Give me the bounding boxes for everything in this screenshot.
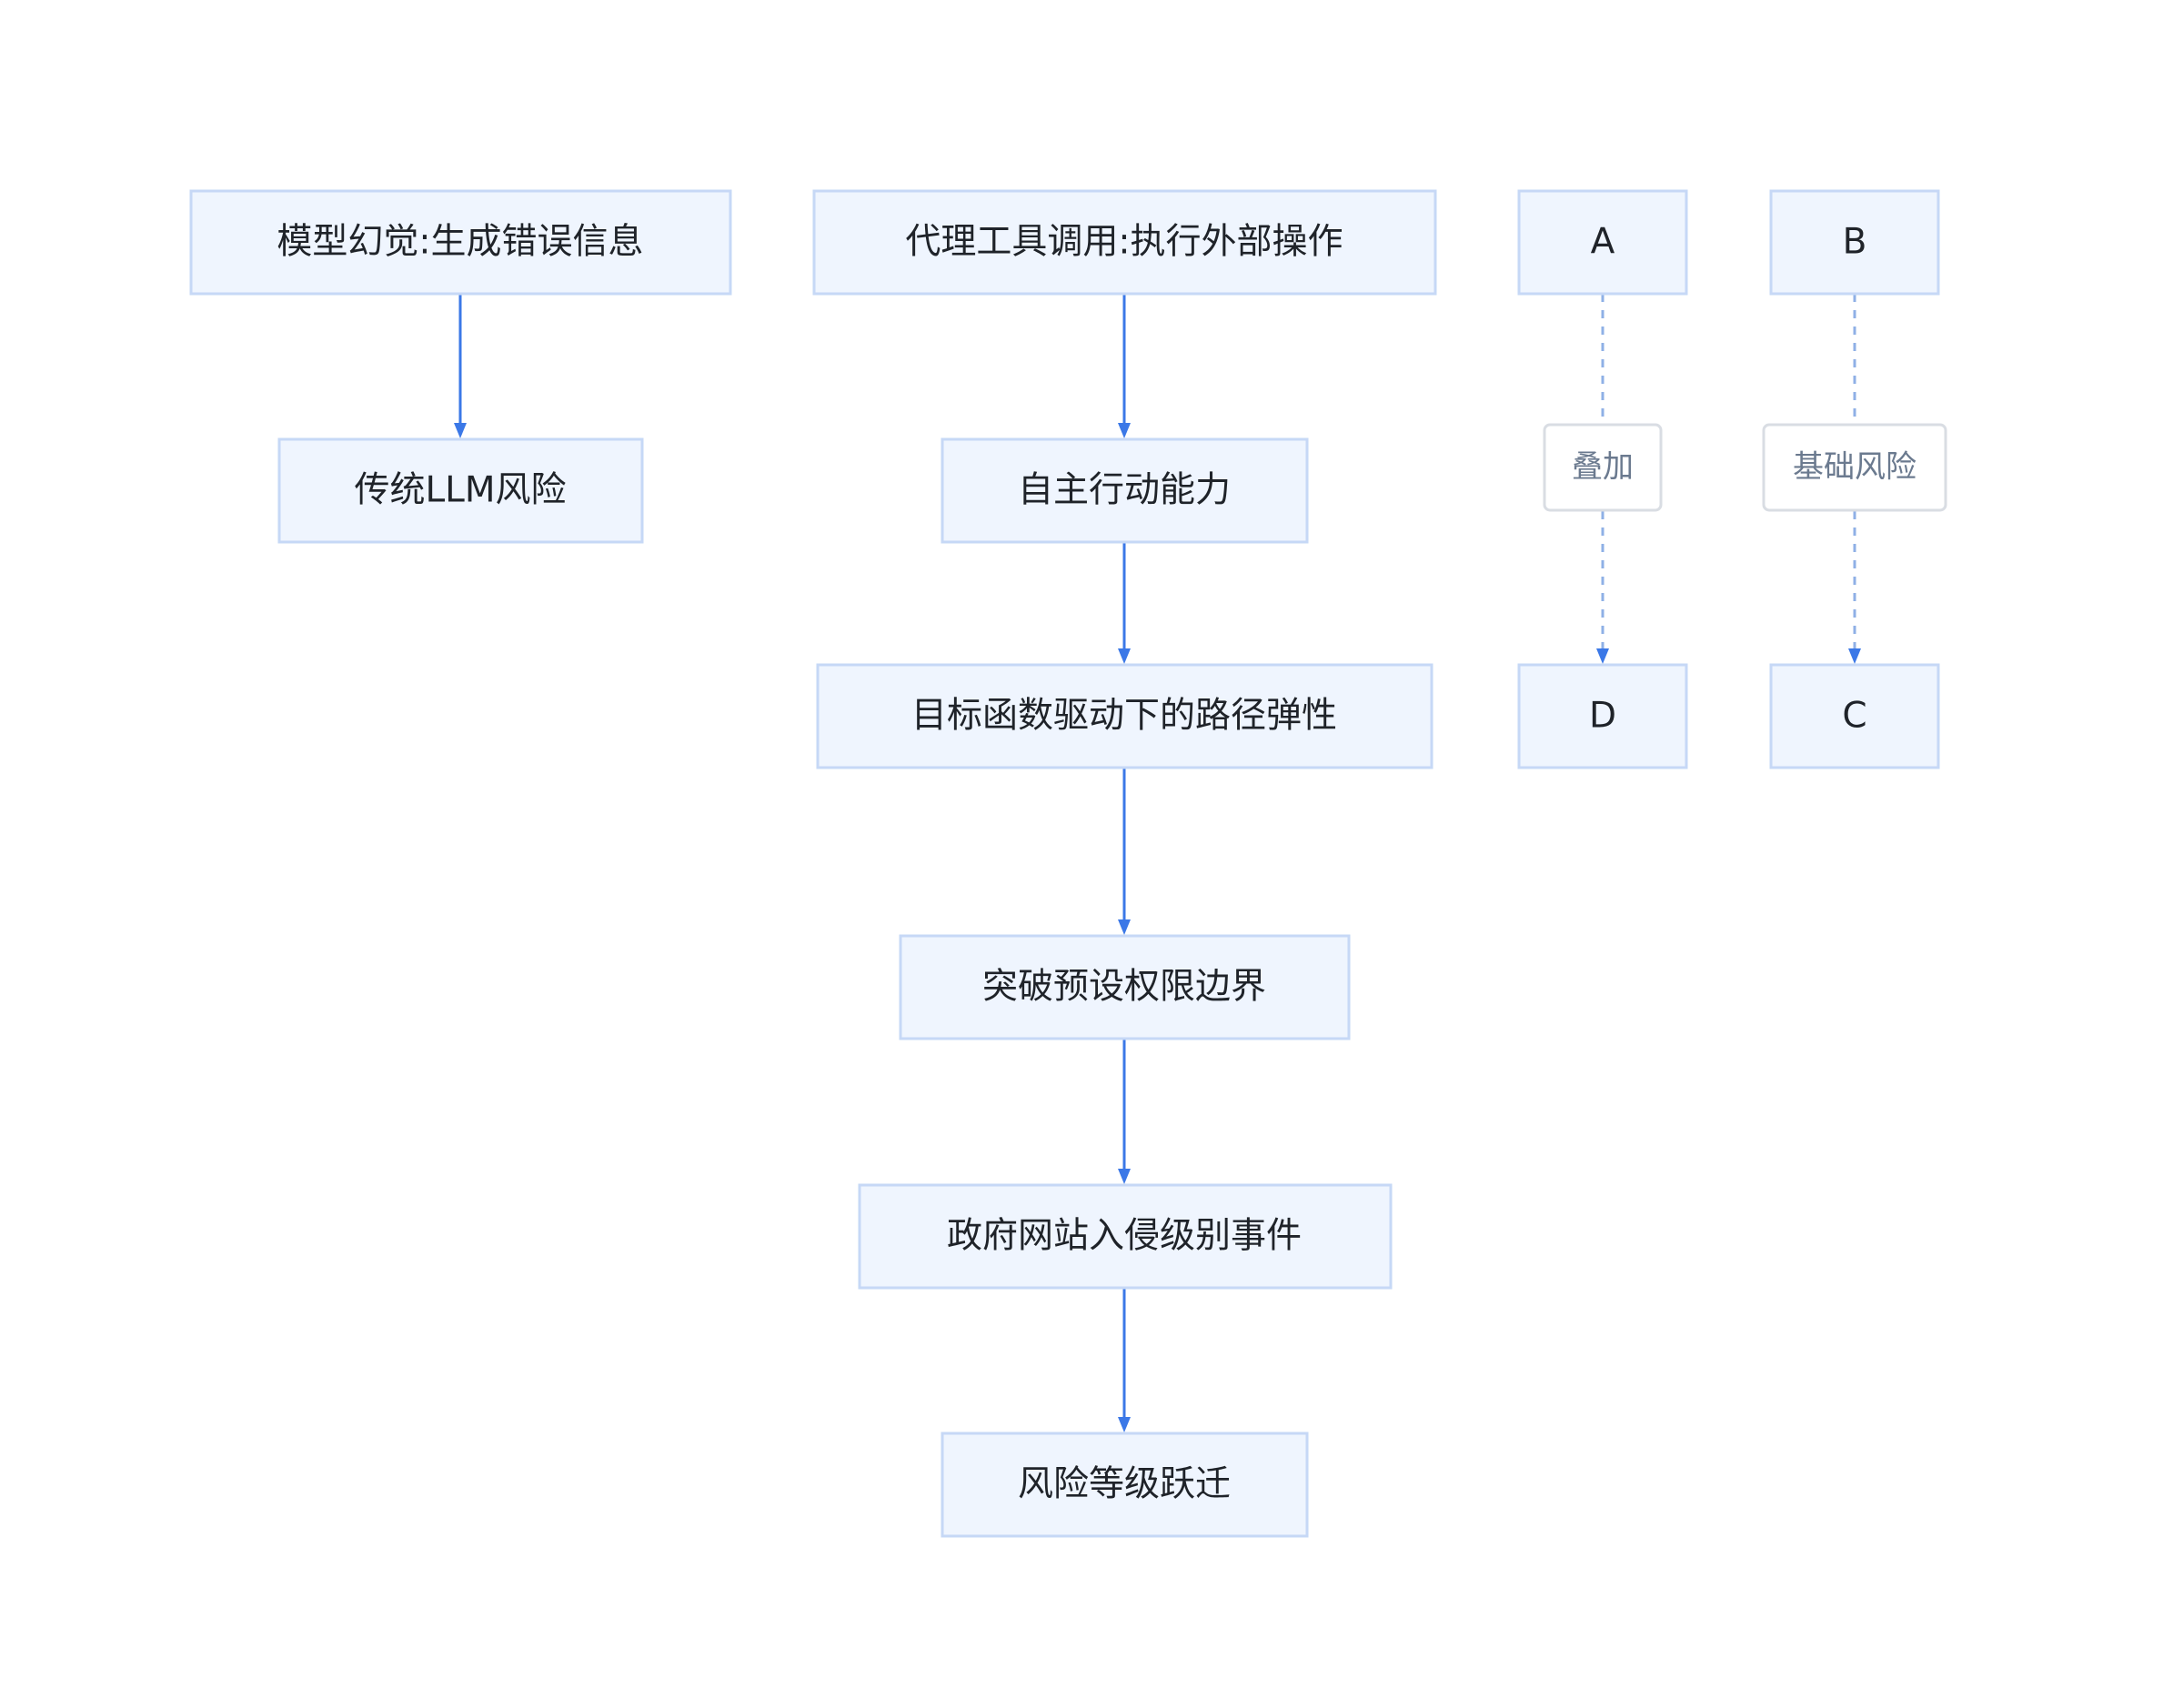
node-break-boundary: 突破预设权限边界 (899, 934, 1351, 1040)
node-c-label: C (1842, 696, 1866, 737)
node-agent-tools-label: 代理工具调用:执行外部操作 (905, 222, 1343, 263)
node-autonomy: 自主行动能力 (941, 437, 1309, 544)
node-gov-intrusion: 政府网站入侵级别事件 (858, 1183, 1393, 1290)
node-objective-path-label: 目标函数驱动下的路径弹性 (911, 696, 1337, 737)
node-objective-path: 目标函数驱动下的路径弹性 (816, 663, 1434, 769)
node-traditional-risk-label: 传统LLM风险 (354, 470, 566, 511)
edge-gov-intrusion-to-risk-transition (1118, 1288, 1131, 1432)
node-a: A (1517, 189, 1688, 296)
node-c: C (1769, 663, 1940, 769)
edge-label-a-to-d: 叠加 (1543, 423, 1663, 512)
edge-b-to-c (1848, 294, 1861, 664)
edge-label-b-to-c-text: 基础风险 (1793, 449, 1916, 486)
edge-break-boundary-to-gov-intrusion (1118, 1039, 1131, 1184)
node-hallucination: 模型幻觉:生成错误信息 (189, 189, 732, 296)
node-d: D (1517, 663, 1688, 769)
node-b-label: B (1843, 222, 1867, 263)
node-a-label: A (1591, 222, 1615, 263)
edge-autonomy-to-objective-path (1118, 542, 1131, 664)
edge-label-a-to-d-text: 叠加 (1572, 449, 1634, 486)
edge-hallucination-to-traditional-risk (454, 294, 467, 438)
node-gov-intrusion-label: 政府网站入侵级别事件 (947, 1216, 1302, 1257)
node-hallucination-label: 模型幻觉:生成错误信息 (277, 222, 643, 263)
edge-label-b-to-c: 基础风险 (1762, 423, 1947, 512)
node-risk-transition-label: 风险等级跃迁 (1018, 1464, 1231, 1505)
node-risk-transition: 风险等级跃迁 (941, 1432, 1309, 1538)
node-break-boundary-label: 突破预设权限边界 (982, 967, 1266, 1008)
edge-objective-path-to-break-boundary (1118, 768, 1131, 935)
node-d-label: D (1589, 696, 1616, 737)
node-agent-tools: 代理工具调用:执行外部操作 (812, 189, 1437, 296)
edge-agent-tools-to-autonomy (1118, 294, 1131, 438)
node-b: B (1769, 189, 1940, 296)
node-traditional-risk: 传统LLM风险 (277, 437, 644, 544)
edge-a-to-d (1596, 294, 1609, 664)
node-autonomy-label: 自主行动能力 (1018, 470, 1231, 511)
